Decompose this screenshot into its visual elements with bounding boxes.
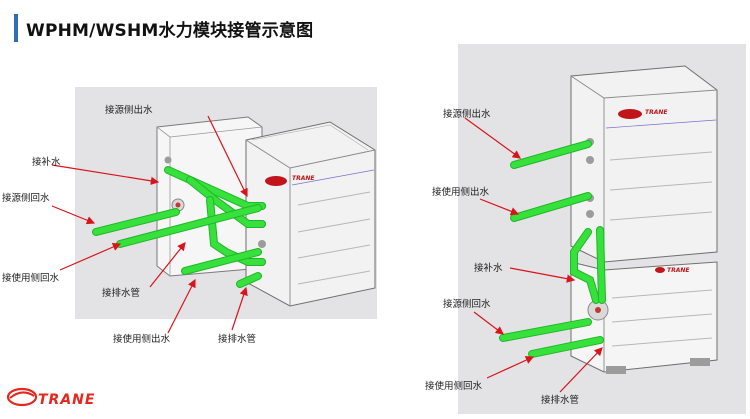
label-left-source-return: 接源侧回水 [2,193,50,204]
right-unit-pipes [499,140,606,358]
trane-logo-icon [6,387,38,407]
label-right-source-out: 接源侧出水 [443,109,491,120]
left-unit-front-cabinet [245,121,376,307]
brand-name: TRANE [38,392,96,408]
left-unit-pipes [92,166,266,288]
label-left-makeup: 接补水 [32,157,61,168]
label-left-source-out: 接源侧出水 [105,105,153,116]
right-unit-upper-cabinet [570,65,718,263]
left-callout-arrows [51,115,248,334]
title-accent-bar [14,14,18,42]
label-left-drain-a: 接排水管 [102,288,141,299]
label-right-makeup: 接补水 [474,263,503,274]
label-right-use-return: 接使用侧回水 [425,381,483,392]
label-right-drain: 接排水管 [541,395,580,406]
left-unit-badge-text: TRANE [292,175,315,182]
right-upper-badge-text: TRANE [645,109,668,116]
right-lower-badge-text: TRANE [667,267,690,274]
left-unit-badge: TRANE [265,175,315,186]
label-right-use-out: 接使用侧出水 [432,187,490,198]
right-unit-badges: TRANE TRANE [618,109,690,274]
page-title: WPHM/WSHM水力模块接管示意图 [26,21,314,41]
label-left-use-out: 接使用侧出水 [113,334,171,345]
label-right-source-return: 接源侧回水 [443,299,491,310]
label-left-use-return: 接使用侧回水 [2,273,60,284]
label-left-drain-b: 接排水管 [218,334,257,345]
right-callout-arrows [464,117,603,393]
